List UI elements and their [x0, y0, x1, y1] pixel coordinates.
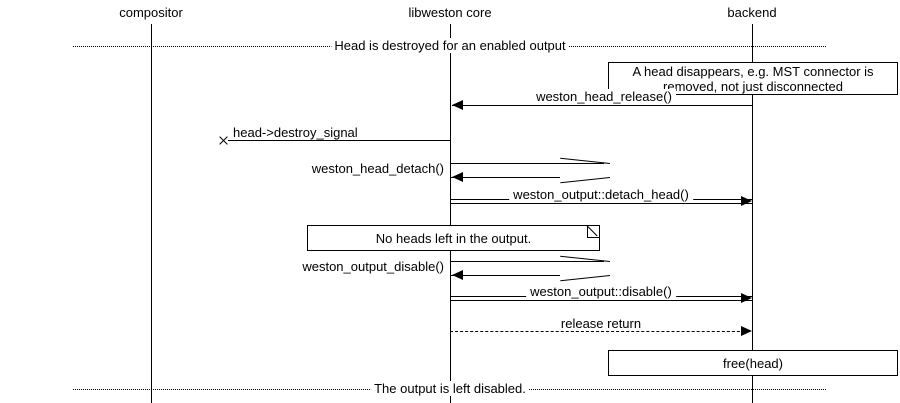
lifeline-header-libweston-core: libweston core — [408, 5, 492, 20]
message-label-weston-output-disable: weston_output::disable() — [526, 284, 676, 299]
message-line-head-destroy-signal — [228, 140, 450, 141]
note-fold-corner-icon — [587, 226, 599, 238]
note-mst-line1: A head disappears, e.g. MST connector is — [632, 63, 874, 79]
message-line-disable — [450, 300, 752, 301]
arrowhead-weston-head-release — [452, 100, 463, 110]
message-label-weston-head-detach: weston_head_detach() — [307, 161, 448, 176]
lifeline-line-libweston-core — [450, 24, 451, 403]
note-mst-line2: removed, not just disconnected — [663, 78, 843, 94]
lifeline-header-compositor: compositor — [119, 5, 183, 20]
message-line-weston-head-release — [452, 105, 752, 106]
arrowhead-weston-output-detach-head — [741, 196, 752, 206]
note-no-heads-left-text: No heads left in the output. — [375, 230, 532, 246]
note-no-heads-left: No heads left in the output. — [307, 225, 600, 251]
message-label-weston-output-detach-head: weston_output::detach_head() — [509, 187, 693, 202]
selfcall-weston-output-disable — [450, 255, 611, 282]
lifeline-line-compositor — [151, 24, 152, 403]
message-label-release-return: release return — [556, 316, 646, 331]
lifeline-header-backend: backend — [727, 5, 777, 20]
arrowhead-release-return — [741, 326, 752, 336]
note-free-head: free(head) — [608, 350, 898, 376]
lifeline-line-backend — [752, 24, 753, 403]
lost-message-x-icon — [217, 135, 228, 146]
arrowhead-weston-output-disable — [741, 293, 752, 303]
message-line-release-return — [450, 331, 750, 332]
selfcall-weston-head-detach — [450, 157, 611, 184]
separator-label-bottom: The output is left disabled. — [371, 381, 529, 396]
message-line-detach-head — [450, 203, 752, 204]
message-label-head-destroy-signal: head->destroy_signal — [229, 125, 362, 140]
arrowhead-weston-head-detach — [452, 172, 463, 182]
separator-label-top: Head is destroyed for an enabled output — [331, 38, 569, 53]
arrowhead-weston-output-disable-call — [452, 270, 463, 280]
message-label-weston-output-disable-call: weston_output_disable() — [298, 259, 448, 274]
note-mst-connector-text: A head disappears, e.g. MST connector is… — [613, 64, 893, 94]
note-mst-connector: A head disappears, e.g. MST connector is… — [608, 62, 898, 95]
message-label-weston-head-release: weston_head_release() — [532, 89, 676, 104]
note-free-head-text: free(head) — [723, 355, 783, 371]
